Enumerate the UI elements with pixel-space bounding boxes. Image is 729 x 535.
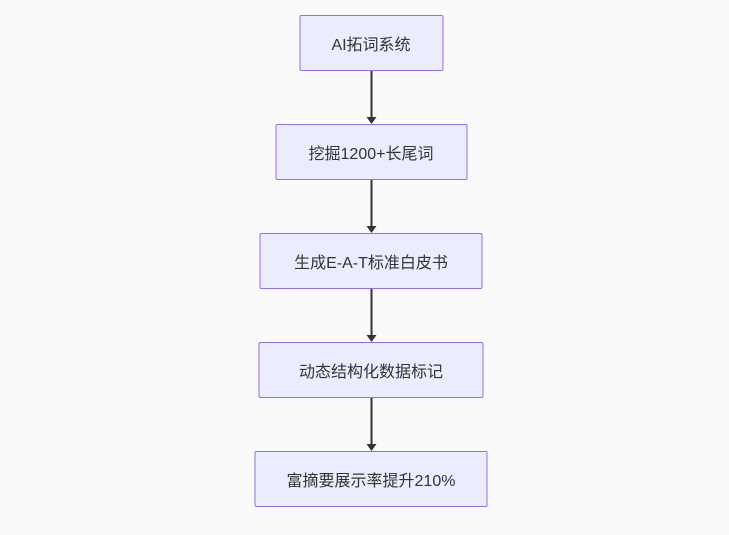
flowchart: AI拓词系统 挖掘1200+长尾词 生成E-A-T标准白皮书 动态结构化数据标记… (254, 15, 488, 507)
flow-node-label: 富摘要展示率提升210% (286, 473, 456, 490)
flow-node-longtail-mining: 挖掘1200+长尾词 (275, 124, 467, 180)
edge-line (370, 180, 372, 226)
flow-node-structured-data-markup: 动态结构化数据标记 (258, 342, 484, 398)
flow-node-label: 挖掘1200+长尾词 (308, 146, 434, 163)
flow-node-ai-keyword-system: AI拓词系统 (299, 15, 443, 71)
flow-node-rich-snippet-result: 富摘要展示率提升210% (254, 451, 488, 507)
flow-edge-2 (366, 180, 376, 233)
flow-node-eat-whitepaper: 生成E-A-T标准白皮书 (259, 233, 483, 289)
flow-edge-1 (366, 71, 376, 124)
arrow-down-icon (366, 226, 376, 233)
flow-edge-4 (366, 398, 376, 451)
flow-node-label: 生成E-A-T标准白皮书 (294, 255, 448, 272)
edge-line (370, 289, 372, 335)
flow-edge-3 (366, 289, 376, 342)
edge-line (370, 71, 372, 117)
arrow-down-icon (366, 335, 376, 342)
edge-line (370, 398, 372, 444)
arrow-down-icon (366, 117, 376, 124)
flow-node-label: AI拓词系统 (331, 37, 411, 54)
arrow-down-icon (366, 444, 376, 451)
flow-node-label: 动态结构化数据标记 (298, 364, 443, 381)
